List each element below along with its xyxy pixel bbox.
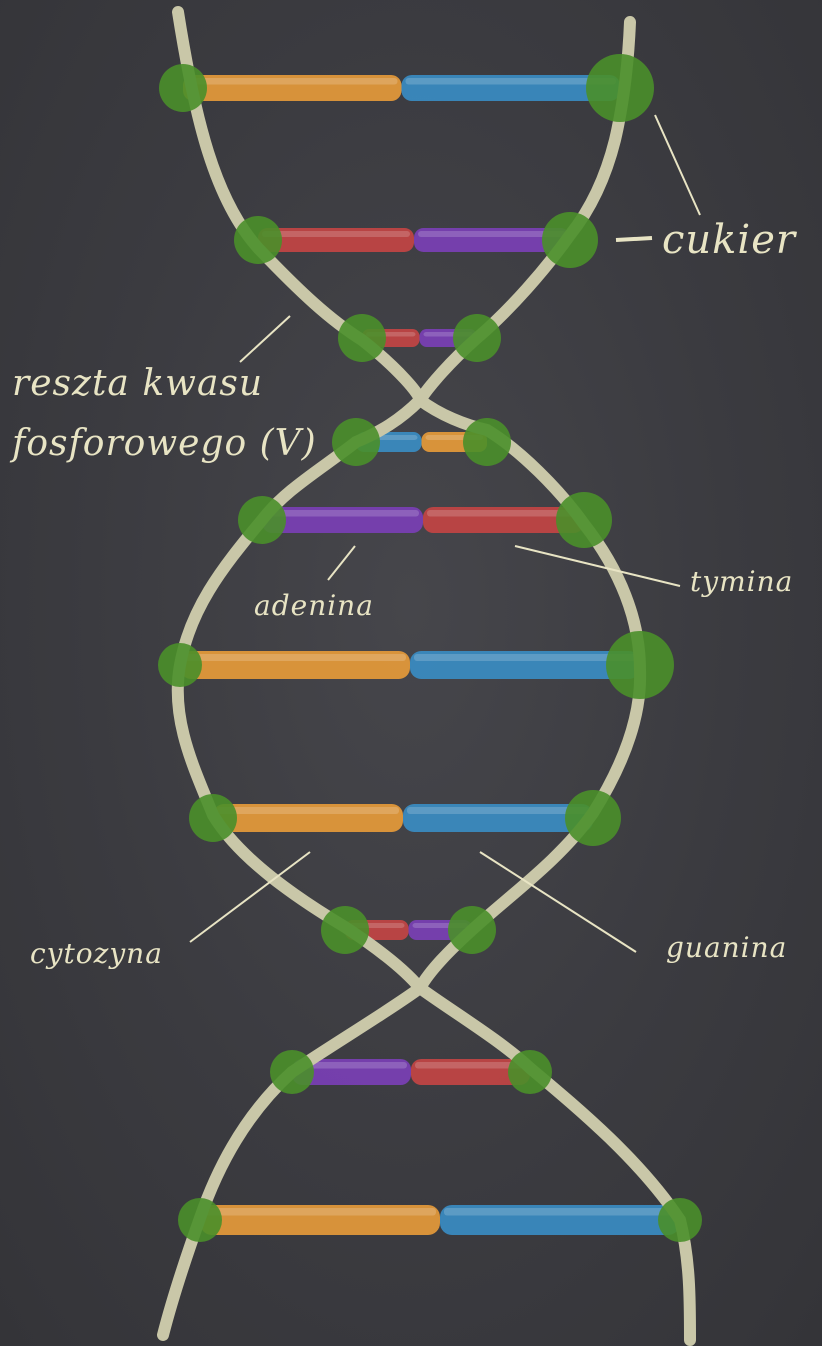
sugar-node-right-7 — [565, 790, 621, 846]
base-highlight-right-6 — [414, 654, 636, 661]
sugar-node-left-2 — [234, 216, 282, 264]
label-cytosine: cytozyna — [30, 940, 163, 968]
sugar-node-right-9 — [508, 1050, 552, 1094]
sugar-node-left-10 — [178, 1198, 222, 1242]
pointer-adenine — [328, 546, 355, 580]
pointer-sugar-top — [655, 115, 700, 215]
sugar-node-right-4 — [463, 418, 511, 466]
base-highlight-right-7 — [407, 807, 589, 814]
sugar-node-right-8 — [448, 906, 496, 954]
sugar-node-right-6 — [606, 631, 674, 699]
pointer-phosphate — [240, 316, 290, 362]
base-highlight-left-5 — [266, 510, 419, 517]
sugar-node-right-3 — [453, 314, 501, 362]
base-highlight-right-1 — [406, 78, 617, 85]
base-highlight-right-10 — [444, 1208, 676, 1216]
sugar-node-left-4 — [332, 418, 380, 466]
label-thymine: tymina — [690, 568, 793, 596]
base-highlight-left-6 — [184, 654, 406, 661]
label-phosphate-line2: fosforowego (V) — [12, 426, 317, 462]
sugar-node-right-10 — [658, 1198, 702, 1242]
sugar-node-left-9 — [270, 1050, 314, 1094]
sugar-node-right-5 — [556, 492, 612, 548]
base-highlight-left-1 — [187, 78, 398, 85]
label-guanine: guanina — [666, 934, 787, 962]
sugar-node-left-3 — [338, 314, 386, 362]
pointer-sugar-side — [616, 238, 652, 240]
sugar-node-right-2 — [542, 212, 598, 268]
sugar-node-left-8 — [321, 906, 369, 954]
base-highlight-left-7 — [217, 807, 399, 814]
label-sugar: cukier — [662, 220, 796, 260]
label-phosphate-line1: reszta kwasu — [12, 366, 263, 402]
sugar-node-left-5 — [238, 496, 286, 544]
sugar-node-right-1 — [586, 54, 654, 122]
sugar-node-left-6 — [158, 643, 202, 687]
sugar-node-left-7 — [189, 794, 237, 842]
base-highlight-left-2 — [262, 231, 410, 237]
base-highlight-left-10 — [204, 1208, 436, 1216]
label-adenine: adenina — [254, 592, 374, 620]
sugar-node-left-1 — [159, 64, 207, 112]
